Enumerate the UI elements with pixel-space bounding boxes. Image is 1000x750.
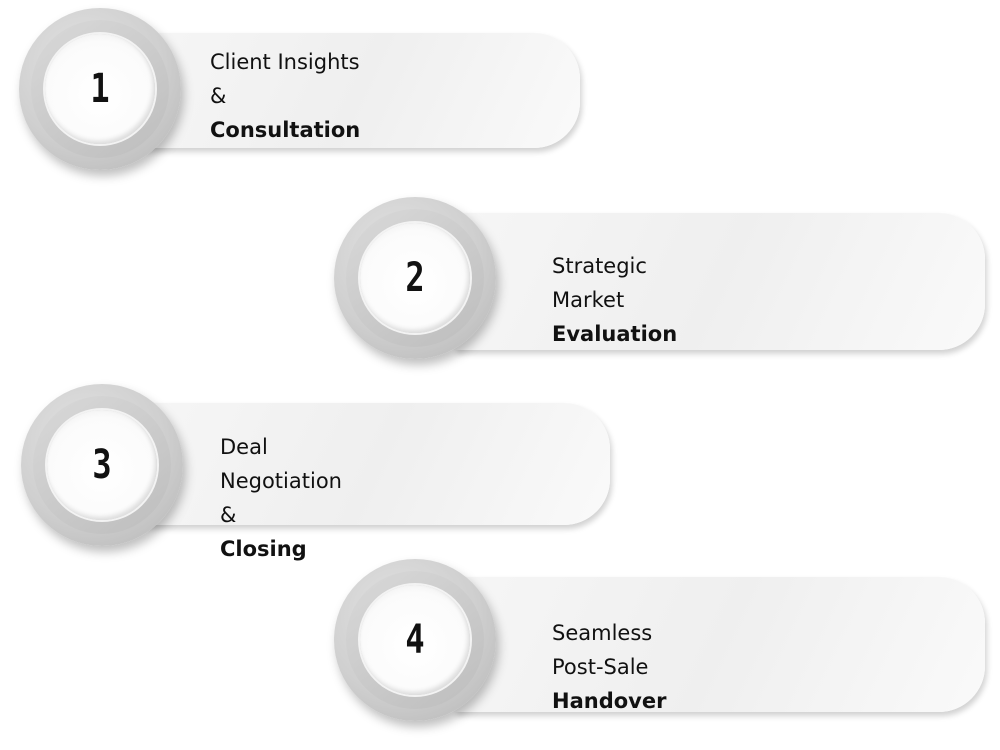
step-1-badge: 1 [19, 8, 181, 170]
step-subtitle: Evaluation [552, 322, 678, 346]
step-subtitle: Handover [552, 689, 667, 713]
step-2-badge: 2 [334, 197, 496, 359]
step-1-text: Client Insights & Consultation [210, 45, 360, 147]
step-3-bar [145, 403, 610, 525]
badge-inner: 3 [47, 410, 157, 520]
step-4-badge: 4 [334, 559, 496, 721]
badge-inner: 4 [360, 585, 470, 695]
step-2-text: Strategic Market Evaluation [552, 249, 677, 351]
step-title: Seamless Post-Sale [552, 621, 653, 679]
step-title: Client Insights & [210, 50, 360, 108]
step-subtitle: Closing [220, 537, 307, 561]
step-title: Deal Negotiation & [220, 435, 342, 527]
step-title: Strategic Market [552, 254, 647, 312]
badge-inner: 2 [360, 223, 470, 333]
step-number: 3 [92, 442, 112, 488]
step-2-bar [455, 213, 985, 350]
step-3-badge: 3 [21, 384, 183, 546]
step-1-bar [140, 33, 580, 148]
badge-inner: 1 [45, 34, 155, 144]
step-4-bar [455, 577, 985, 712]
step-3-text: Deal Negotiation & Closing [220, 430, 342, 566]
step-number: 4 [405, 617, 425, 663]
step-number: 1 [90, 66, 110, 112]
step-subtitle: Consultation [210, 118, 361, 142]
step-number: 2 [405, 255, 425, 301]
step-4-text: Seamless Post-Sale Handover [552, 616, 666, 718]
